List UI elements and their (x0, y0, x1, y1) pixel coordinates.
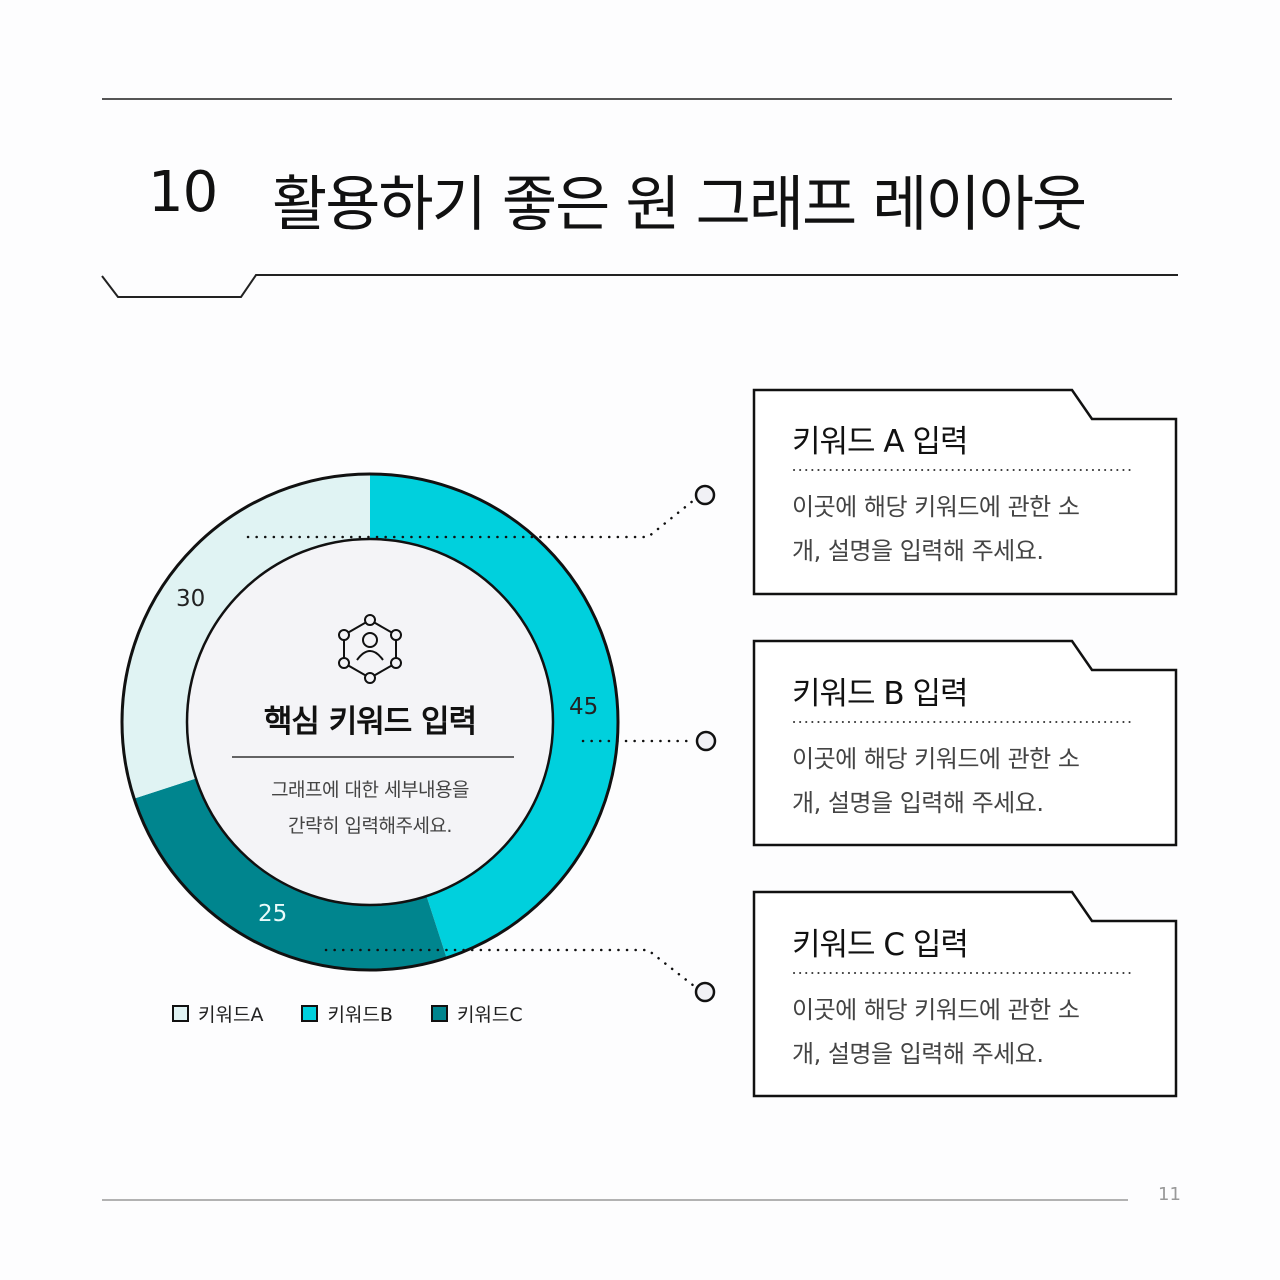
value-label-b: 45 (569, 694, 599, 720)
section-number: 10 (148, 160, 218, 225)
card-title: 키워드 B 입력 (792, 676, 969, 712)
slice-keyword-a[interactable] (121, 473, 370, 799)
card-frames (752, 388, 1178, 1098)
legend-swatch-b (301, 1005, 319, 1022)
legend-item-c[interactable]: 키워드C (430, 1000, 523, 1027)
legend-item-b[interactable]: 키워드B (301, 1000, 393, 1027)
chart-legend: 키워드A 키워드B 키워드C (172, 1000, 561, 1027)
legend-swatch-c (430, 1005, 448, 1022)
card-description: 이곳에 해당 키워드에 관한 소 개, 설명을 입력해 주세요. (792, 745, 1080, 817)
page-number: 11 (1158, 1184, 1181, 1205)
card-title: 키워드 A 입력 (792, 424, 969, 460)
legend-swatch-a (172, 1005, 189, 1022)
connector-lines (246, 498, 696, 988)
card-keyword-a: 키워드 A 입력 이곳에 해당 키워드에 관한 소 개, 설명을 입력해 주세요… (792, 416, 1152, 573)
value-label-a: 30 (176, 586, 206, 612)
center-description: 그래프에 대한 세부내용을 간략히 입력해주세요. (271, 779, 469, 837)
header-decoration (101, 98, 1178, 298)
footer-rule (102, 1199, 1128, 1201)
card-keyword-c: 키워드 C 입력 이곳에 해당 키워드에 관한 소 개, 설명을 입력해 주세요… (792, 919, 1152, 1076)
legend-item-a[interactable]: 키워드A (172, 1000, 263, 1027)
card-keyword-b: 키워드 B 입력 이곳에 해당 키워드에 관한 소 개, 설명을 입력해 주세요… (792, 668, 1152, 825)
connector-dot-c (694, 981, 716, 1003)
donut-chart (120, 472, 717, 1003)
card-description: 이곳에 해당 키워드에 관한 소 개, 설명을 입력해 주세요. (792, 996, 1080, 1068)
card-title: 키워드 C 입력 (792, 927, 969, 963)
network-person-icon (338, 614, 402, 684)
value-label-c: 25 (258, 901, 288, 927)
connector-dot-a (694, 484, 716, 506)
page-title: 활용하기 좋은 원 그래프 레이아웃 (272, 170, 1087, 240)
center-title: 핵심 키워드 입력 (263, 704, 477, 740)
slice-keyword-c[interactable] (134, 778, 447, 971)
connector-dot-b (695, 730, 717, 752)
card-description: 이곳에 해당 키워드에 관한 소 개, 설명을 입력해 주세요. (792, 493, 1080, 565)
slice-keyword-b[interactable] (370, 473, 619, 958)
